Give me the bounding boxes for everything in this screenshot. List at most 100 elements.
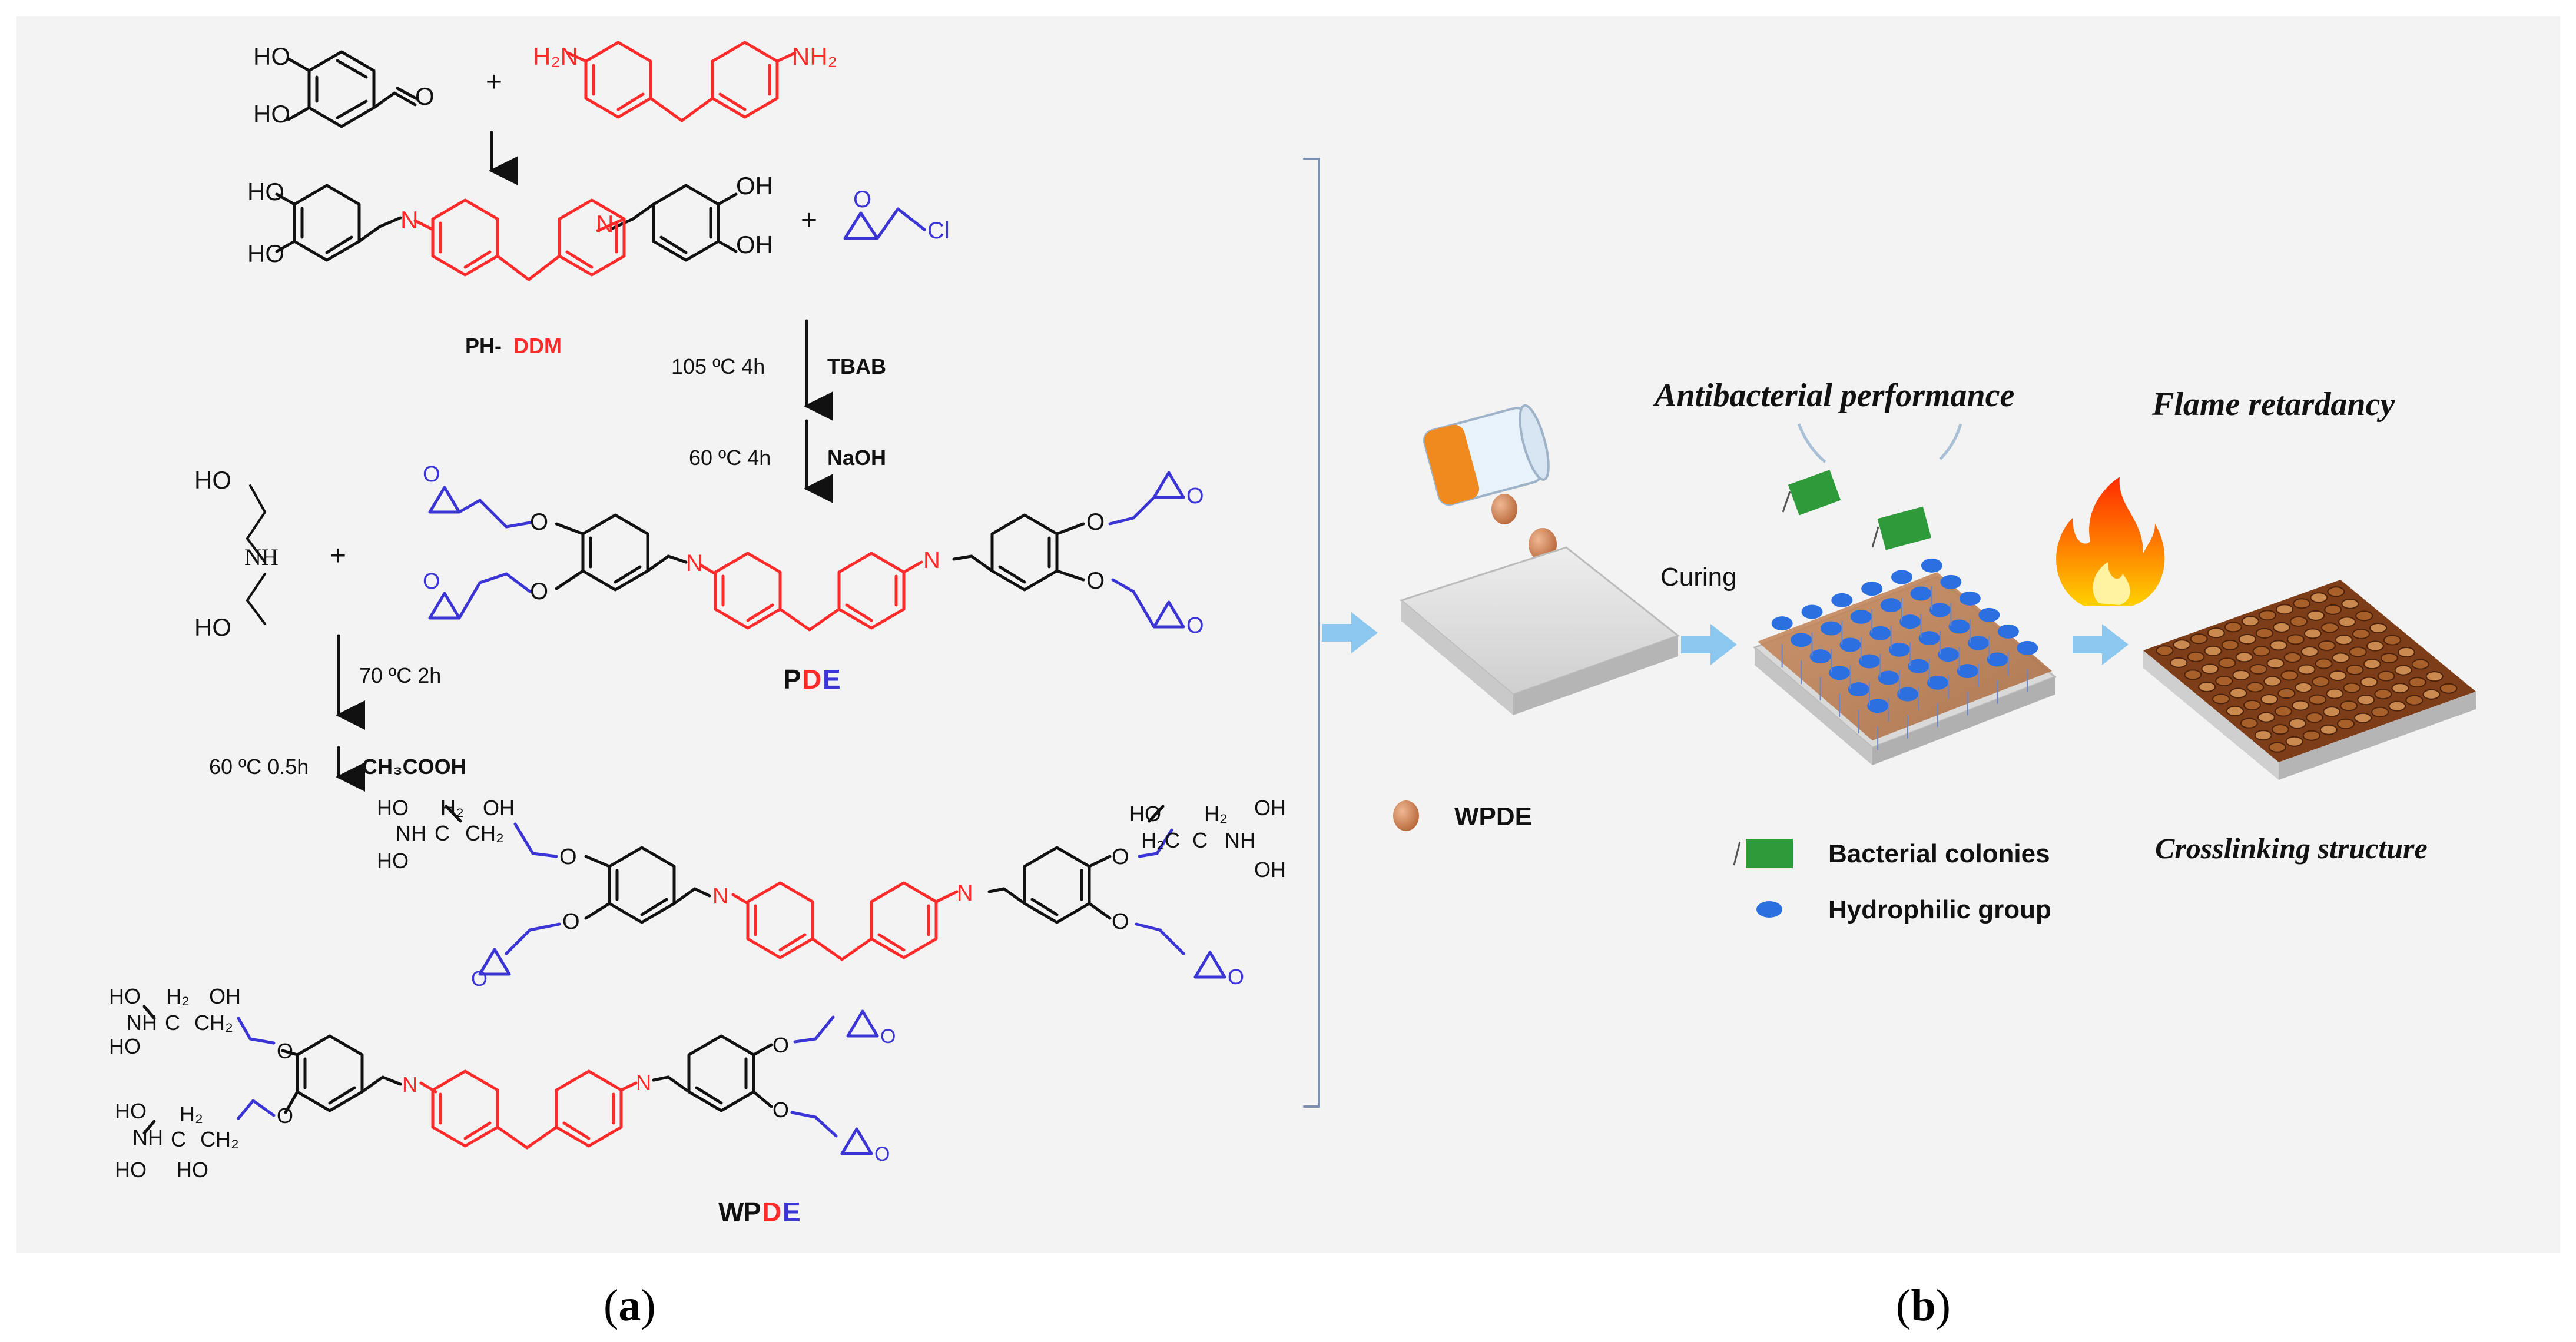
wpde-label-e: E [783,1197,801,1227]
bacterial-legend-line [1733,841,1741,866]
char-pore [2290,616,2308,627]
dihydroxybenzaldehyde-molecule [287,50,419,128]
o-label: O [423,569,440,594]
char-pore [2355,610,2373,622]
char-pore [2280,670,2299,681]
ho-label: HO [109,984,141,1008]
char-pore [2377,670,2395,682]
char-pore [2341,598,2359,609]
char-pore [2285,736,2303,747]
hydrophilic-legend-label: Hydrophilic group [1828,895,2051,924]
char-pore [2318,640,2336,651]
hydrophilic-dot [1791,633,1812,647]
caption-b: (b) [1896,1281,1951,1330]
o-label: O [530,579,548,604]
hydrophilic-dot [1910,586,1932,601]
n-label: N [957,881,973,906]
hydrophilic-dot [1859,654,1880,669]
scheme-bracket [1303,158,1320,1108]
char-structure [2143,580,2476,780]
reaction-scheme: HO HO O + H₂ N NH₂ [109,41,1320,1227]
char-pore [2371,706,2389,717]
char-pore [2292,700,2310,711]
char-pore [2310,592,2328,603]
char-pore [2297,664,2316,675]
wpde-label: W P D E [718,1197,801,1227]
hydrophilic-dot [1839,637,1861,652]
hydrophilic-dot [1829,666,1851,680]
char-pore [2391,683,2409,694]
hydrophilic-dot [1869,626,1891,640]
condition-text: 60 ºC 4h [689,446,771,470]
char-pore [2303,628,2322,639]
hydrophilic-dot [1987,652,2008,667]
condition-text: 70 ºC 2h [359,663,441,687]
caption-a-letter: a [618,1281,641,1330]
ho-label: HO [253,42,290,70]
hydrophilic-dot [1929,603,1951,617]
wpde-label-d: D [762,1197,781,1227]
hydrophilic-dot [1888,642,1910,657]
char-pore [2397,647,2415,658]
char-pore [2354,712,2372,723]
o-label: O [277,1039,293,1063]
o-label: O [773,1098,789,1122]
char-pore [2411,659,2429,670]
char-pore [2156,645,2174,656]
hydrophilic-dot [1968,636,1989,650]
char-pore [2439,683,2458,694]
char-pore [2369,622,2388,633]
hydrophilic-dot [1959,591,1981,606]
char-pore [2255,627,2273,639]
char-pore [2332,652,2350,663]
ho-label: HO [377,796,409,820]
char-pore [2170,657,2188,668]
nh2-label: NH₂ [792,42,837,70]
char-pore [2229,687,2247,699]
pde-label-p: P [783,664,801,695]
flow-arrow [1681,624,1737,665]
c-label: C [171,1127,186,1151]
pde-molecule [428,471,1185,632]
hydrophilic-dot [1861,582,1883,596]
hydrophilic-dot [1891,570,1912,584]
o-label: O [562,909,580,934]
ho-label: HO [247,178,284,205]
char-pore [2243,700,2262,711]
char-pore [2309,694,2327,705]
char-pore [2340,700,2358,712]
char-pore [2184,669,2202,680]
hydrophilic-dot [1821,621,1842,636]
char-pore [2271,724,2289,735]
char-pore [2215,675,2233,686]
pde-label: P D E [783,664,841,695]
char-pore [2422,689,2441,700]
char-pore [2235,652,2253,663]
nh-label: NH [1225,828,1255,852]
char-pore [2405,695,2424,706]
char-pore [2263,676,2282,687]
ho-label: HO [1129,802,1161,826]
hydrophilic-legend-icon [1756,901,1782,918]
char-pore [2324,604,2342,615]
ho-label: HO [247,240,284,267]
char-pore [2272,622,2290,633]
plus-sign: + [801,205,817,236]
nh-label: NH [132,1125,163,1150]
char-pore [2241,616,2259,627]
fire-icon [2056,477,2165,606]
char-pore [2343,682,2361,693]
h2-label: H₂ [180,1102,203,1126]
ch2-label: CH₂ [200,1127,239,1151]
char-pore [2252,646,2270,657]
oh-label: OH [209,984,241,1008]
curing-label: Curing [1660,563,1737,592]
char-pore [2380,653,2398,664]
n-label: N [596,210,614,238]
hydrophilic-dot [1848,682,1869,697]
oh-label: OH [483,796,515,820]
c-label: C [435,821,450,845]
wpde-amine-bottom: HO NH HO H₂ C CH₂ HO [115,1099,239,1182]
wpde-label-w: W [718,1197,744,1227]
